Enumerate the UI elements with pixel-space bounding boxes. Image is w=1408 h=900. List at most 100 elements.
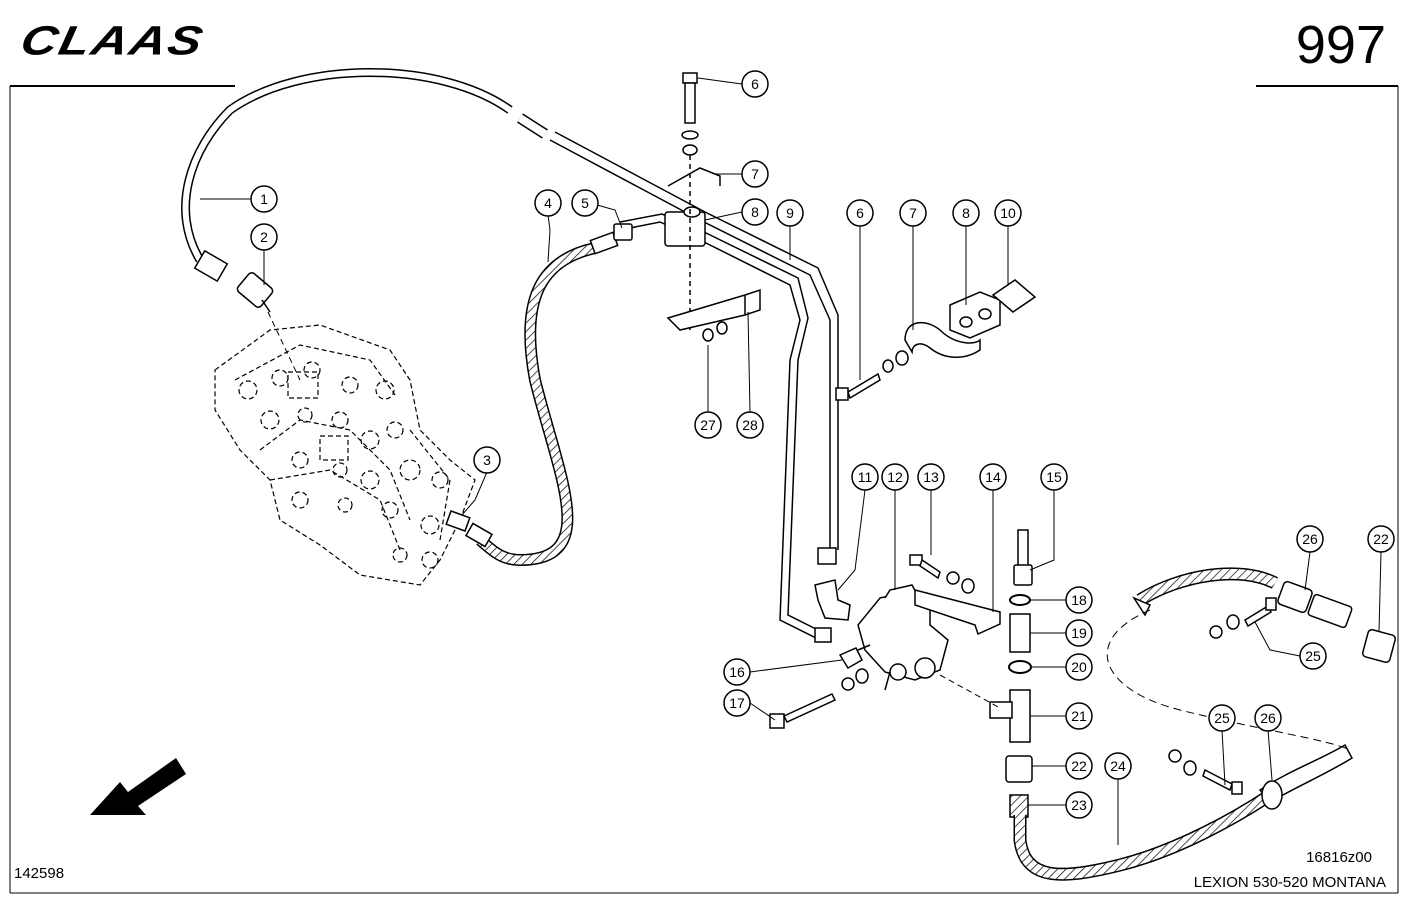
svg-text:2: 2: [260, 229, 268, 245]
callout-3: 3: [473, 446, 501, 474]
svg-text:24: 24: [1110, 758, 1126, 774]
callout-9: 9: [776, 199, 804, 227]
elbow-16: [838, 644, 871, 670]
callout-25-lower: 25: [1208, 704, 1236, 732]
nut-22-lower: [1005, 755, 1033, 783]
callout-10: 10: [994, 199, 1022, 227]
hose-4: [464, 231, 619, 567]
svg-text:16: 16: [729, 664, 745, 680]
bracket-28: [666, 288, 761, 342]
callout-1: 1: [250, 185, 278, 213]
bolt-6-right: [835, 350, 909, 401]
callout-25-upper: 25: [1299, 642, 1327, 670]
fitting-3: [445, 510, 471, 532]
svg-text:12: 12: [887, 469, 903, 485]
drawing-number: 16816z00: [1306, 849, 1372, 866]
callout-4: 4: [534, 189, 562, 217]
svg-text:21: 21: [1071, 708, 1087, 724]
routing-line-21: [939, 674, 1001, 709]
callout-5: 5: [571, 189, 599, 217]
fitting-5: [613, 223, 633, 241]
callout-11: 11: [851, 463, 879, 491]
svg-text:13: 13: [923, 469, 939, 485]
callout-7-top: 7: [741, 160, 769, 188]
callout-26-lower: 26: [1254, 704, 1282, 732]
svg-text:7: 7: [751, 166, 759, 182]
routing-line-2: [267, 311, 301, 381]
svg-text:25: 25: [1214, 710, 1230, 726]
callout-17: 17: [723, 689, 751, 717]
clamp-half-7: [904, 321, 981, 358]
svg-text:23: 23: [1071, 797, 1087, 813]
callout-6-right: 6: [846, 199, 874, 227]
model-name: LEXION 530-520 MONTANA: [1193, 874, 1386, 891]
bracket-14: [914, 589, 1001, 636]
hose-end-23: [1009, 794, 1029, 818]
svg-text:10: 10: [1000, 205, 1016, 221]
svg-text:4: 4: [544, 195, 552, 211]
svg-text:26: 26: [1302, 531, 1318, 547]
svg-text:9: 9: [786, 205, 794, 221]
o-ring-20: [1008, 660, 1032, 674]
bolt-25-upper: [1209, 597, 1277, 639]
hose-24: [1013, 743, 1353, 881]
fitting-2: [236, 272, 274, 313]
svg-text:26: 26: [1260, 710, 1276, 726]
callout-8-right: 8: [952, 199, 980, 227]
valve-stem-15: [1013, 529, 1033, 586]
callout-18: 18: [1065, 586, 1093, 614]
callout-6-top: 6: [741, 70, 769, 98]
hose-continuation-line: [1106, 609, 1351, 751]
callout-28: 28: [736, 411, 764, 439]
bolt-6-top: [681, 72, 699, 330]
callout-20: 20: [1065, 653, 1093, 681]
callout-24: 24: [1104, 752, 1132, 780]
pipe-nut-lower: [814, 627, 832, 643]
pipe-nut: [817, 547, 837, 565]
callout-12: 12: [881, 463, 909, 491]
frame-lines: [9, 85, 1399, 894]
callout-21: 21: [1065, 702, 1093, 730]
svg-text:22: 22: [1071, 758, 1087, 774]
clamp-block-8: [949, 291, 1001, 339]
callout-16: 16: [723, 658, 751, 686]
svg-text:22: 22: [1373, 531, 1389, 547]
callout-13: 13: [917, 463, 945, 491]
leader-lines: [200, 77, 1382, 845]
elbow-11: [814, 579, 851, 621]
callout-22-lower: 22: [1065, 752, 1093, 780]
callout-2: 2: [250, 223, 278, 251]
hose-upper-right: [1132, 567, 1353, 629]
callout-23: 23: [1065, 791, 1093, 819]
callout-7-right: 7: [899, 199, 927, 227]
svg-text:15: 15: [1046, 469, 1062, 485]
callout-19: 19: [1065, 619, 1093, 647]
tee-fitting-21: [989, 689, 1031, 743]
svg-text:25: 25: [1305, 648, 1321, 664]
page-number: 997: [1295, 15, 1386, 75]
callout-22-upper: 22: [1367, 525, 1395, 553]
svg-text:1: 1: [260, 191, 268, 207]
svg-text:27: 27: [700, 417, 716, 433]
nut-22-upper: [1362, 629, 1396, 663]
callout-26-upper: 26: [1296, 525, 1324, 553]
bolt-17: [769, 668, 869, 729]
hose-clamp-26-lower: [1261, 780, 1283, 810]
svg-text:19: 19: [1071, 625, 1087, 641]
callout-14: 14: [979, 463, 1007, 491]
svg-text:5: 5: [581, 195, 589, 211]
svg-text:11: 11: [858, 469, 873, 485]
callout-8-top: 8: [741, 198, 769, 226]
document-number: 142598: [14, 865, 65, 882]
svg-text:14: 14: [985, 469, 1001, 485]
svg-text:28: 28: [742, 417, 758, 433]
svg-text:8: 8: [751, 204, 759, 220]
svg-text:7: 7: [909, 205, 917, 221]
callout-27: 27: [694, 411, 722, 439]
adapter-19: [1009, 613, 1031, 653]
svg-text:6: 6: [856, 205, 864, 221]
direction-arrow-icon: [90, 758, 186, 815]
svg-text:17: 17: [729, 695, 745, 711]
